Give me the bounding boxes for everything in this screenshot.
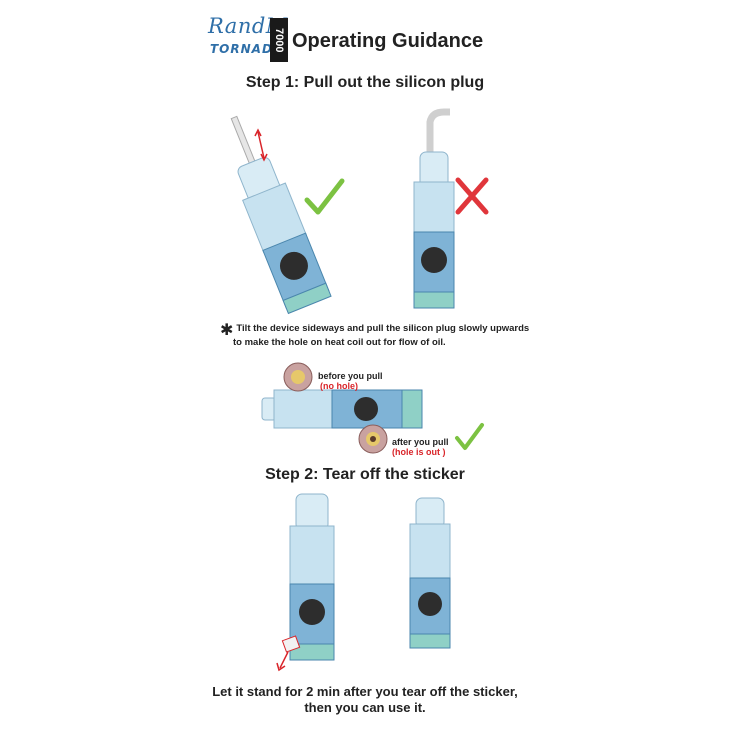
step2-heading: Step 2: Tear off the sticker — [265, 466, 465, 483]
checkmark-icon — [455, 423, 484, 450]
sticker-tear-icon — [276, 635, 301, 672]
device-sticker-illustration — [289, 493, 335, 661]
instruction-note: ✱Tilt the device sideways and pull the s… — [220, 323, 529, 349]
note-line2: to make the hole on heat coil out for fl… — [233, 337, 446, 348]
after-label: after you pull — [392, 437, 449, 447]
note-line1: Tilt the device sideways and pull the si… — [236, 323, 530, 334]
after-coil-icon — [358, 424, 388, 454]
after-sublabel: (hole is out ) — [392, 447, 446, 457]
before-sublabel: (no hole) — [320, 381, 358, 391]
cross-icon — [455, 177, 489, 215]
asterisk-icon: ✱ — [220, 322, 234, 339]
device-ready-illustration — [409, 497, 451, 649]
device-horizontal-illustration — [261, 389, 423, 429]
step1-heading: Step 1: Pull out the silicon plug — [245, 74, 485, 91]
device-tilted-illustration — [230, 115, 332, 315]
final-line1: Let it stand for 2 min after you tear of… — [212, 684, 518, 699]
final-instruction: Let it stand for 2 min after you tear of… — [0, 684, 730, 716]
checkmark-icon — [304, 178, 345, 215]
pull-arrow-icon — [254, 128, 268, 162]
brand-model: 7000 — [270, 18, 288, 62]
final-line2: then you can use it. — [304, 700, 426, 715]
before-coil-icon — [283, 362, 313, 392]
page-title: Operating Guidance — [292, 30, 484, 52]
brand-subname: TORNADO — [210, 42, 285, 56]
before-label: before you pull — [318, 371, 383, 381]
device-upright-illustration — [413, 108, 455, 309]
brand-logo: RandM TORNADO 7000 — [208, 14, 288, 66]
